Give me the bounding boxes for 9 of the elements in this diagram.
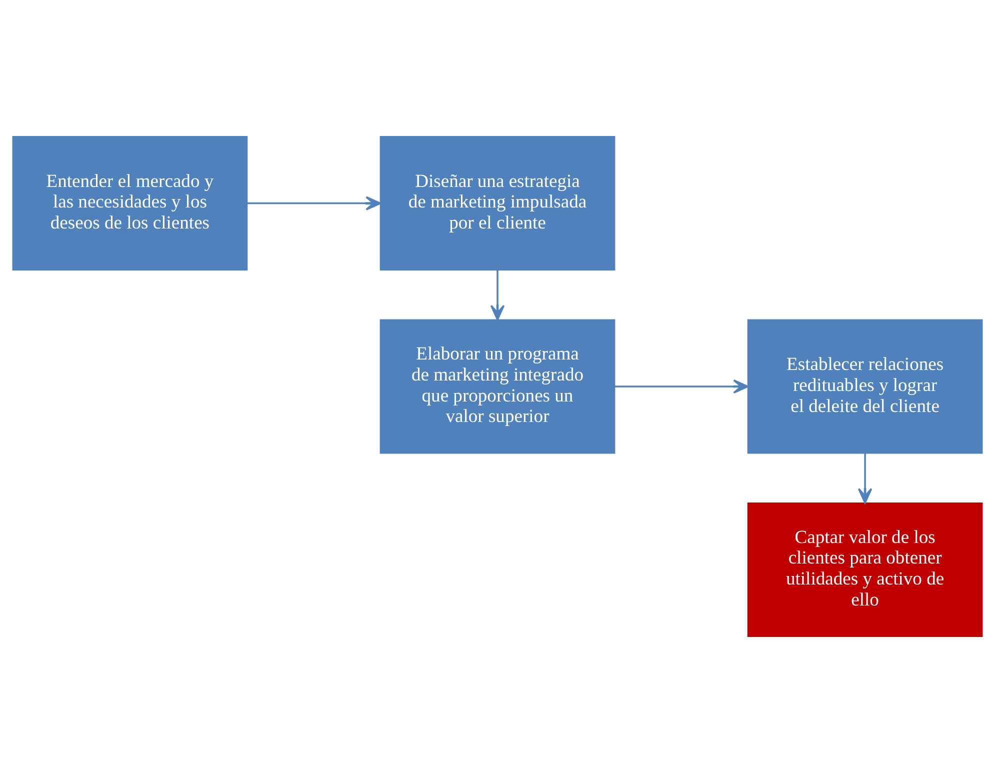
arrow <box>247 196 382 210</box>
arrow <box>858 453 872 504</box>
arrow <box>614 379 749 394</box>
node-box: Diseñar una estrategia de marketing impulsada por el cliente <box>380 136 616 271</box>
node-box: Captar valor de los clientes para obtener utilidades y activo de ello <box>747 502 983 637</box>
node-box: Elaborar un programa de marketing integrado que proporciones un valor superior <box>380 319 616 454</box>
arrow <box>490 270 505 320</box>
node-box: Establecer relaciones redituables y lograr el deleite del cliente <box>747 319 983 454</box>
node-box: Entender el mercado y las necesidades y los deseos de los clientes <box>12 136 248 271</box>
